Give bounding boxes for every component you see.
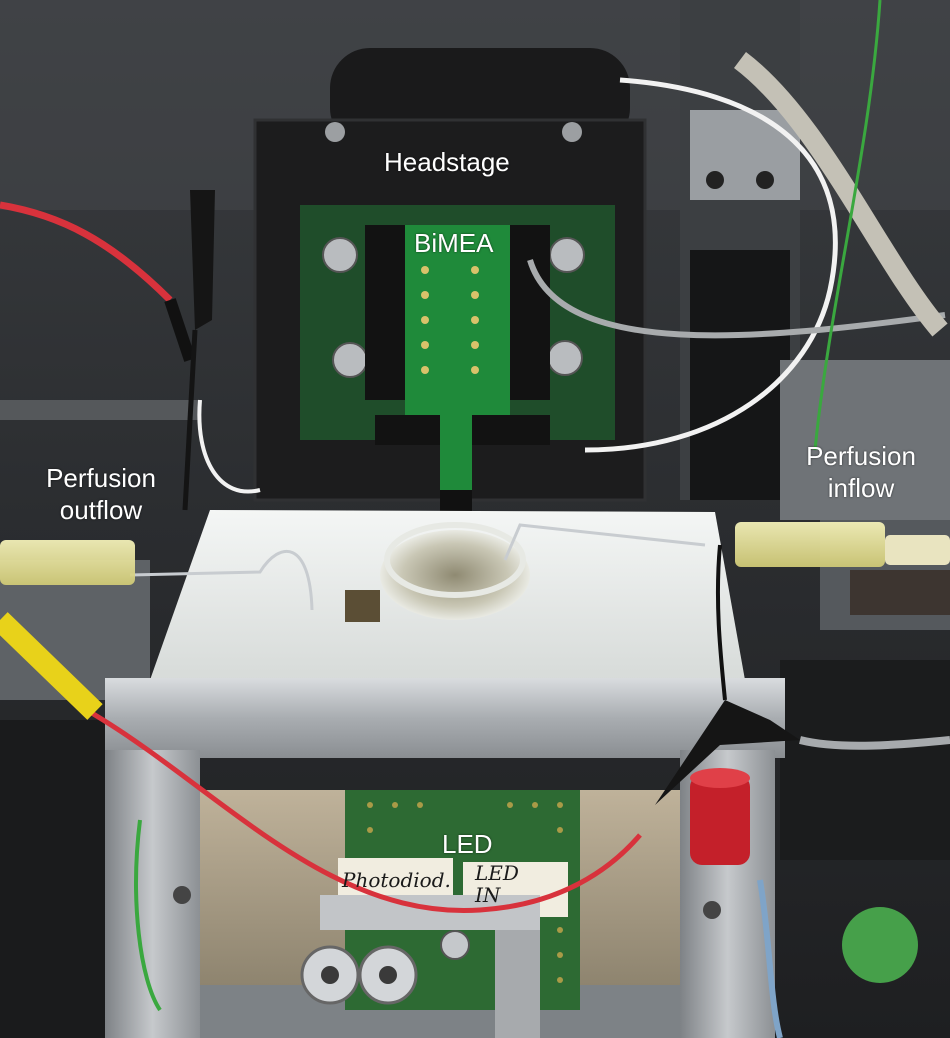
perfusion-outflow-label: Perfusion outflow [26,462,176,526]
led-in-tag-line2: IN [475,883,501,907]
headstage-label: Headstage [384,147,510,177]
perfusion-outflow-line1: Perfusion [46,463,156,493]
perfusion-inflow-line2: inflow [827,473,895,503]
perfusion-inflow-label: Perfusion inflow [786,440,936,504]
perfusion-outflow-line2: outflow [59,495,143,525]
led-in-tag-line1: LED [475,861,519,885]
led-in-tag: LED IN [475,862,519,906]
led-label: LED [442,829,493,859]
photodiode-tag: Photodiod. [342,868,451,892]
perfusion-inflow-line1: Perfusion [806,441,916,471]
bimea-label: BiMEA [414,228,494,258]
